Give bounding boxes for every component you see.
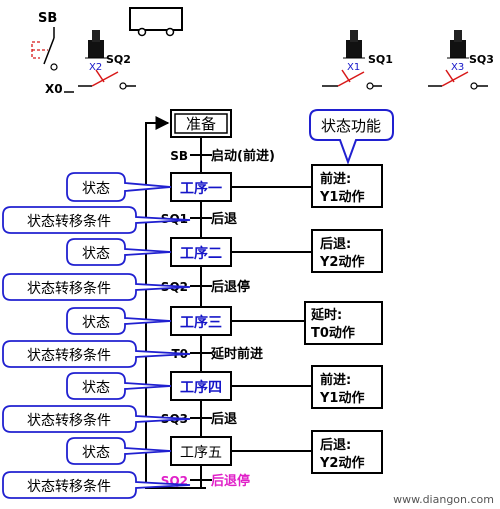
sq1-limit-switch: SQ1 X1 bbox=[322, 30, 393, 90]
transition-4-action: 延时前进 bbox=[210, 346, 263, 362]
condition-bubble-2-label: 状态转移条件 bbox=[27, 280, 111, 297]
init-step-box: 准备 bbox=[170, 109, 232, 138]
action-4-line2: Y1动作 bbox=[319, 390, 364, 406]
state-bubble-2: 状态 bbox=[66, 238, 172, 266]
action-3-line2: T0动作 bbox=[311, 325, 355, 341]
step-5-label: 工序五 bbox=[180, 445, 222, 461]
loop-back-line bbox=[145, 116, 206, 489]
transition-bars bbox=[190, 154, 212, 481]
transition-5-action: 后退 bbox=[211, 411, 237, 427]
state-bubble-5-label: 状态 bbox=[82, 445, 110, 461]
step-2-label: 工序二 bbox=[180, 245, 222, 262]
state-bubble-3: 状态 bbox=[66, 307, 172, 335]
sq2-limit-switch: SQ2 X2 bbox=[78, 30, 136, 90]
condition-bubble-4: 状态转移条件 bbox=[2, 405, 191, 433]
condition-bubble-2: 状态转移条件 bbox=[2, 273, 191, 301]
state-bubble-1: 状态 bbox=[66, 172, 172, 202]
step-1-label: 工序一 bbox=[180, 180, 222, 197]
action-5-line1: 后退: bbox=[320, 437, 351, 453]
condition-bubble-1: 状态转移条件 bbox=[2, 206, 191, 234]
transition-2-action: 后退 bbox=[211, 211, 237, 227]
sb-switch: SB X0 bbox=[31, 11, 74, 96]
step-4: 工序四 bbox=[170, 371, 232, 401]
action-3: 延时: T0动作 bbox=[304, 301, 383, 345]
step-3-label: 工序三 bbox=[180, 314, 222, 331]
init-step-label: 准备 bbox=[186, 115, 216, 133]
state-bubble-2-label: 状态 bbox=[82, 246, 110, 262]
action-1: 前进: Y1动作 bbox=[311, 164, 383, 208]
condition-bubble-3-label: 状态转移条件 bbox=[27, 347, 111, 364]
state-bubble-4-label: 状态 bbox=[82, 380, 110, 396]
condition-bubble-4-label: 状态转移条件 bbox=[27, 412, 111, 429]
machine-cart bbox=[129, 7, 183, 37]
sq3-label: SQ3 bbox=[469, 53, 494, 66]
sq2-label: SQ2 bbox=[106, 53, 131, 66]
condition-bubble-5-label: 状态转移条件 bbox=[27, 478, 111, 495]
step-5: 工序五 bbox=[170, 436, 232, 466]
action-2: 后退: Y2动作 bbox=[311, 229, 383, 273]
transition-1-action: 启动(前进) bbox=[211, 148, 275, 164]
action-3-line1: 延时: bbox=[310, 307, 342, 323]
transition-6-action: 后退停 bbox=[211, 473, 250, 489]
action-2-line1: 后退: bbox=[320, 236, 351, 252]
step-1: 工序一 bbox=[170, 172, 232, 202]
x2-label: X2 bbox=[89, 62, 102, 73]
x0-label: X0 bbox=[45, 82, 63, 96]
transition-1: SB 启动(前进) bbox=[170, 148, 275, 164]
condition-bubble-3: 状态转移条件 bbox=[2, 340, 191, 368]
x3-label: X3 bbox=[451, 62, 464, 73]
state-bubble-5: 状态 bbox=[66, 437, 172, 465]
sq1-label: SQ1 bbox=[368, 53, 393, 66]
step-2: 工序二 bbox=[170, 237, 232, 267]
action-connectors bbox=[231, 186, 312, 452]
state-bubble-3-label: 状态 bbox=[82, 315, 110, 331]
watermark: www.diangon.com bbox=[393, 493, 494, 506]
sb-label: SB bbox=[38, 11, 57, 26]
function-callout: 状态功能 bbox=[309, 109, 394, 165]
state-bubble-4: 状态 bbox=[66, 372, 172, 400]
x1-label: X1 bbox=[347, 62, 360, 73]
action-5-line2: Y2动作 bbox=[319, 455, 364, 471]
state-bubble-1-label: 状态 bbox=[82, 181, 110, 197]
action-1-line2: Y1动作 bbox=[319, 189, 364, 205]
step-3: 工序三 bbox=[170, 306, 232, 336]
callout-label: 状态功能 bbox=[321, 117, 381, 135]
action-4-line1: 前进: bbox=[320, 372, 351, 388]
step-4-label: 工序四 bbox=[180, 379, 222, 396]
condition-bubble-1-label: 状态转移条件 bbox=[27, 213, 111, 230]
condition-bubble-5: 状态转移条件 bbox=[2, 471, 191, 499]
action-4: 前进: Y1动作 bbox=[311, 365, 383, 409]
action-2-line2: Y2动作 bbox=[319, 254, 364, 270]
transition-3-action: 后退停 bbox=[211, 279, 250, 295]
action-5: 后退: Y2动作 bbox=[311, 430, 383, 474]
action-1-line1: 前进: bbox=[320, 171, 351, 187]
transition-5: SQ3 后退 bbox=[161, 411, 237, 427]
transition-1-signal: SB bbox=[170, 149, 188, 163]
sq3-limit-switch: SQ3 X3 bbox=[428, 30, 494, 90]
